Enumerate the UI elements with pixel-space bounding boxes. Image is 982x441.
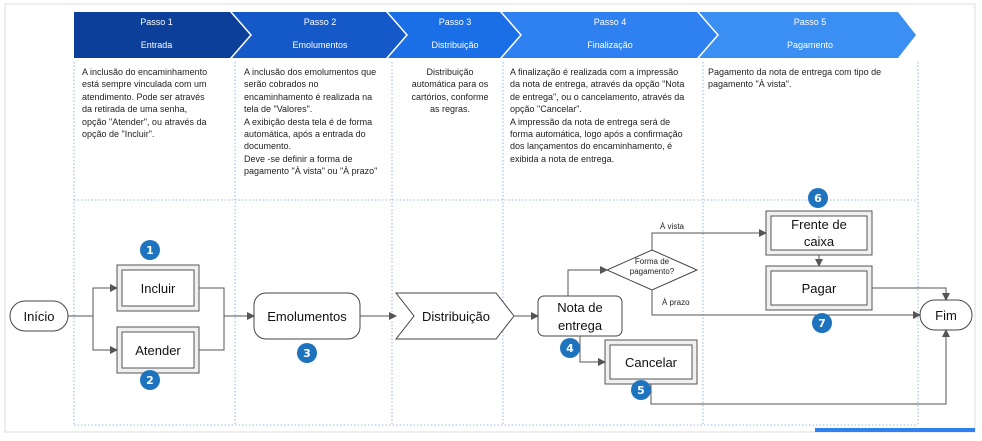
step-5-header: Passo 5 Pagamento: [710, 12, 910, 58]
atender-node: Atender: [135, 342, 181, 358]
step-1-name: Entrada: [140, 40, 173, 50]
distribuicao-node-shape: [394, 292, 515, 340]
step-3-name: Distribuição: [431, 40, 479, 50]
step-badge-7: 7: [812, 313, 832, 333]
end-node: Fim: [935, 307, 957, 323]
step-5-chevron: [699, 12, 916, 58]
step-badge-5: 5: [631, 380, 651, 400]
connectors: [68, 229, 950, 405]
step-1-header: Passo 1 Entrada: [74, 12, 239, 58]
step-2-header: Passo 2 Emolumentos: [240, 12, 400, 58]
frente-node-line1: Frente de: [791, 217, 847, 232]
step-badge-2: 2: [140, 370, 160, 390]
nota-node-line1: Nota de: [557, 299, 603, 315]
step-5-name: Pagamento: [786, 40, 834, 50]
step-5-description: Pagamento da nota de entrega com tipo de…: [708, 67, 882, 90]
step-3-title: Passo 3: [438, 17, 472, 27]
pagar-node: Pagar: [801, 280, 837, 296]
step-2-title: Passo 2: [303, 17, 337, 27]
edge-label-a-prazo: À prazo: [662, 298, 690, 307]
decision-node-line2: pagamento?: [629, 267, 675, 276]
step-4-title: Passo 4: [593, 17, 627, 27]
step-4-chevron: [502, 12, 717, 58]
incluir-node: Incluir: [140, 280, 176, 296]
step-badge-3: 3: [297, 343, 317, 363]
start-node: Início: [23, 308, 55, 324]
step-badge-4: 4: [560, 338, 580, 358]
step-3-chevron: [388, 12, 520, 58]
step-3-description: Distribuição automática para os cartório…: [411, 67, 489, 115]
step-2-chevron: [232, 12, 406, 58]
step-3-header: Passo 3 Distribuição: [396, 12, 514, 58]
cancelar-node: Cancelar: [624, 354, 678, 370]
emolumentos-node: Emolumentos: [267, 308, 347, 324]
step-4-description: A finalização é realizada com a impressã…: [510, 67, 685, 164]
step-4-name: Finalização: [587, 40, 633, 50]
step-2-description: A inclusão dos emolumentos que serão cob…: [244, 67, 378, 177]
step-1-description: A inclusão do encaminhamento está sempre…: [82, 67, 208, 140]
step-badge-6: 6: [808, 188, 828, 208]
step-badge-1: 1: [140, 240, 160, 260]
step-4-header: Passo 4 Finalização: [510, 12, 710, 58]
step-1-chevron: [74, 12, 250, 58]
decision-node-line1: Forma de: [634, 257, 670, 266]
frente-node-line2: caixa: [803, 234, 835, 249]
step-5-title: Passo 5: [793, 17, 827, 27]
distribuicao-node: Distribuição: [422, 308, 490, 324]
bottom-accent: [815, 428, 975, 432]
nota-node-line2: entrega: [557, 317, 603, 333]
step-1-title: Passo 1: [140, 17, 173, 27]
step-2-name: Emolumentos: [292, 40, 348, 50]
edge-label-a-vista: À vista: [660, 222, 685, 231]
lane-grid: [73, 62, 919, 426]
